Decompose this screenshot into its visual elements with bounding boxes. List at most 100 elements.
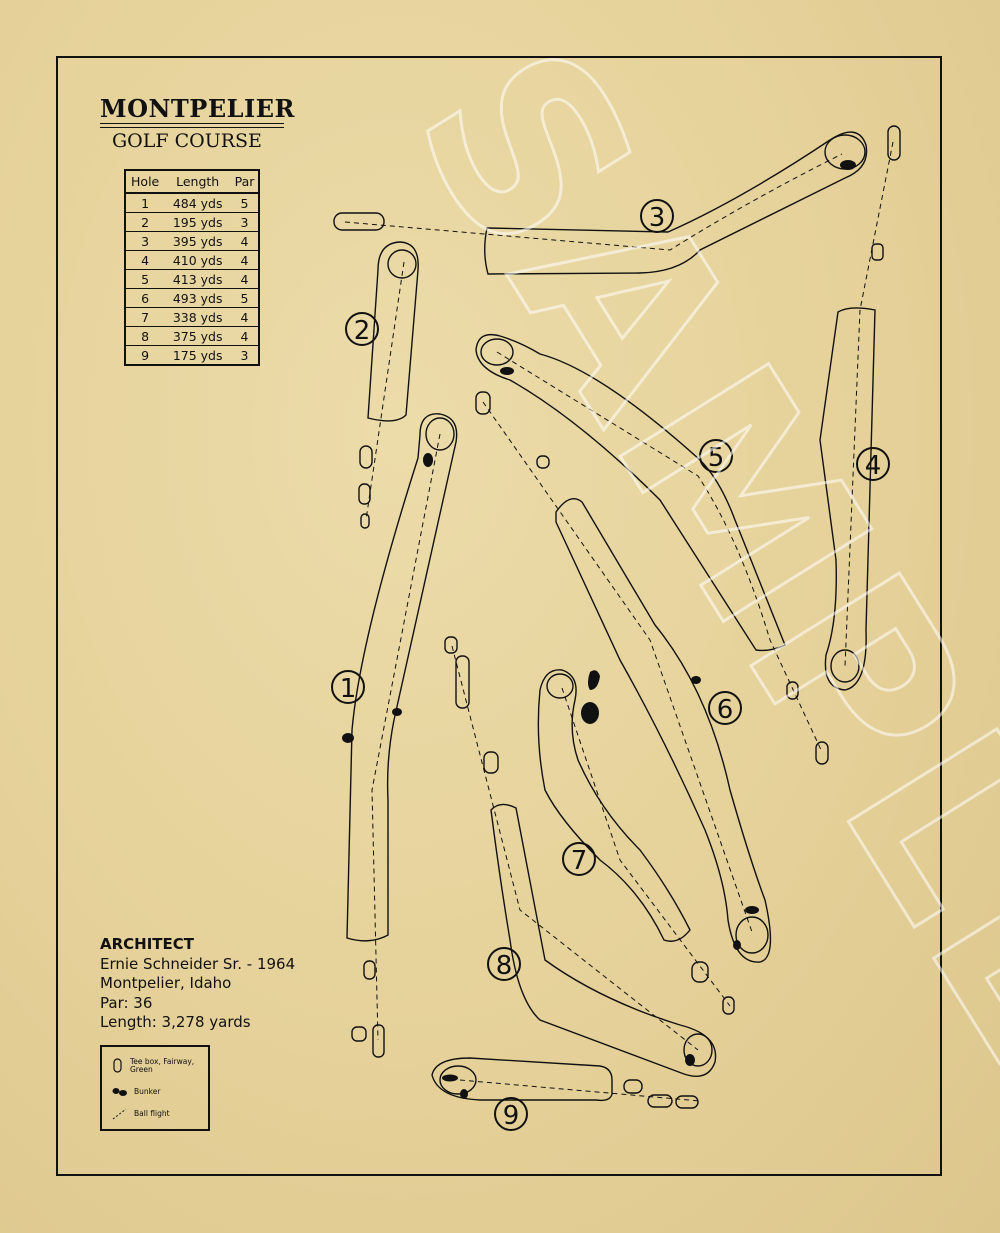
fairway — [819, 307, 876, 691]
bunker-icon — [112, 1088, 127, 1096]
fairway — [475, 333, 786, 652]
tee-box — [691, 961, 709, 983]
green — [439, 1065, 477, 1095]
cell-par: 5 — [231, 288, 259, 308]
cell-hole: 2 — [125, 212, 165, 232]
hole-7 — [537, 669, 735, 1015]
architect-name: Ernie Schneider Sr. - 1964 — [100, 954, 296, 973]
hole-number: 7 — [571, 846, 588, 876]
hole-label-9: 9 — [494, 1097, 528, 1131]
fairway — [490, 803, 717, 1077]
green — [546, 673, 574, 699]
hole-number: 1 — [340, 674, 357, 704]
legend-item-ball-flight: Ball flight — [112, 1107, 170, 1121]
fairway — [555, 498, 772, 963]
ball-flight — [365, 261, 405, 521]
ball-flight — [451, 645, 699, 1051]
scorecard-header-row: Hole Length Par — [125, 170, 259, 194]
hole-label-1: 1 — [331, 670, 365, 704]
course-length: Length: 3,278 yards — [100, 1013, 251, 1031]
cell-hole: 1 — [125, 193, 165, 213]
header-hole: Hole — [125, 170, 165, 194]
green — [830, 649, 860, 683]
hole-label-8: 8 — [487, 947, 521, 981]
tee-box — [647, 1094, 673, 1108]
course-par: Par: 36 — [100, 993, 153, 1012]
hole-label-6: 6 — [708, 691, 742, 725]
bunker — [581, 702, 599, 724]
cell-length: 410 yds — [164, 250, 232, 270]
bunker — [342, 733, 354, 743]
bunker — [500, 367, 514, 375]
tee-box — [360, 513, 370, 529]
tee-box — [536, 455, 550, 469]
hole-number: 9 — [503, 1101, 520, 1131]
green — [425, 417, 455, 451]
cell-hole: 9 — [125, 345, 165, 366]
hole-number: 8 — [496, 951, 513, 981]
tee-box — [333, 212, 385, 231]
hole-4 — [819, 125, 901, 691]
hole-6 — [475, 391, 772, 963]
cell-par: 4 — [231, 326, 259, 346]
tee-box — [359, 445, 373, 469]
map-legend: Tee box, Fairway, Green Bunker Ball flig… — [100, 1045, 210, 1131]
hole-number: 4 — [865, 451, 882, 481]
tee-box — [363, 960, 376, 980]
ball-flight — [371, 433, 441, 1041]
ball-flight — [344, 153, 843, 251]
fairway — [367, 241, 419, 422]
cell-length: 395 yds — [164, 231, 232, 251]
ball-flight — [482, 401, 753, 933]
cell-hole: 5 — [125, 269, 165, 289]
cell-length: 338 yds — [164, 307, 232, 327]
header-par: Par — [231, 170, 259, 194]
course-subtitle: GOLF COURSE — [112, 130, 262, 152]
course-info: ARCHITECT Ernie Schneider Sr. - 1964 Mon… — [100, 935, 295, 1033]
fairway — [537, 669, 691, 942]
hole-number: 3 — [649, 203, 666, 233]
title-rule-top — [100, 123, 284, 124]
cell-length: 493 yds — [164, 288, 232, 308]
tee-box — [358, 483, 371, 505]
cell-hole: 4 — [125, 250, 165, 270]
tee-box — [623, 1079, 643, 1094]
hole-number: 5 — [708, 443, 725, 473]
tee-box — [351, 1026, 367, 1042]
cell-length: 413 yds — [164, 269, 232, 289]
cell-par: 4 — [231, 269, 259, 289]
bunker — [745, 906, 759, 914]
course-title: MONTPELIER — [100, 94, 295, 123]
bunker — [423, 453, 433, 467]
tee-box — [475, 391, 491, 415]
ball-flight — [496, 351, 823, 753]
fairway — [484, 131, 868, 275]
cell-par: 3 — [231, 345, 259, 366]
tee-box-icon — [113, 1058, 122, 1073]
ball-flight — [844, 141, 894, 667]
green — [387, 249, 417, 279]
map-frame — [56, 56, 942, 1176]
bunker — [588, 670, 600, 690]
tee-box — [483, 751, 499, 774]
hole-label-4: 4 — [856, 447, 890, 481]
hole-label-5: 5 — [699, 439, 733, 473]
bunker — [442, 1074, 458, 1082]
hole-label-2: 2 — [345, 312, 379, 346]
hole-2 — [358, 241, 419, 529]
cell-hole: 3 — [125, 231, 165, 251]
legend-label: Tee box, Fairway, Green — [130, 1057, 195, 1074]
legend-item-bunker: Bunker — [112, 1087, 160, 1097]
cell-par: 4 — [231, 231, 259, 251]
hole-8 — [444, 636, 717, 1077]
ball-flight — [459, 1079, 701, 1102]
tee-box — [372, 1024, 385, 1058]
tee-box — [887, 125, 901, 161]
